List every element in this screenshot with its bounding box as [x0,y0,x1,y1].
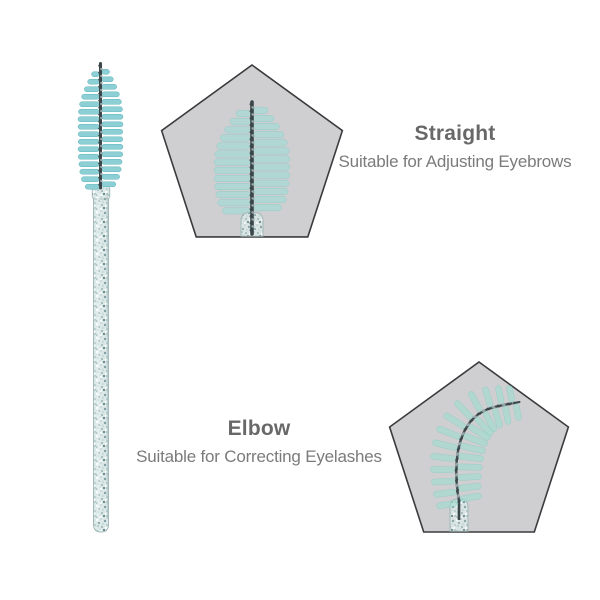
elbow-brush-magnified [430,385,522,532]
straight-label-block: Straight Suitable for Adjusting Eyebrows [325,122,585,172]
wand-brush-head [77,62,124,190]
elbow-description: Suitable for Correcting Eyelashes [136,447,382,467]
elbow-detail-pentagon [388,361,570,533]
straight-detail-pentagon [160,64,344,238]
straight-description: Suitable for Adjusting Eyebrows [338,152,572,172]
wand-handle [93,185,109,533]
straight-brush-magnified [213,100,291,237]
full-mascara-wand [77,62,124,533]
elbow-label-block: Elbow Suitable for Correcting Eyelashes [128,417,390,467]
elbow-title: Elbow [227,417,291,440]
straight-title: Straight [414,122,496,145]
